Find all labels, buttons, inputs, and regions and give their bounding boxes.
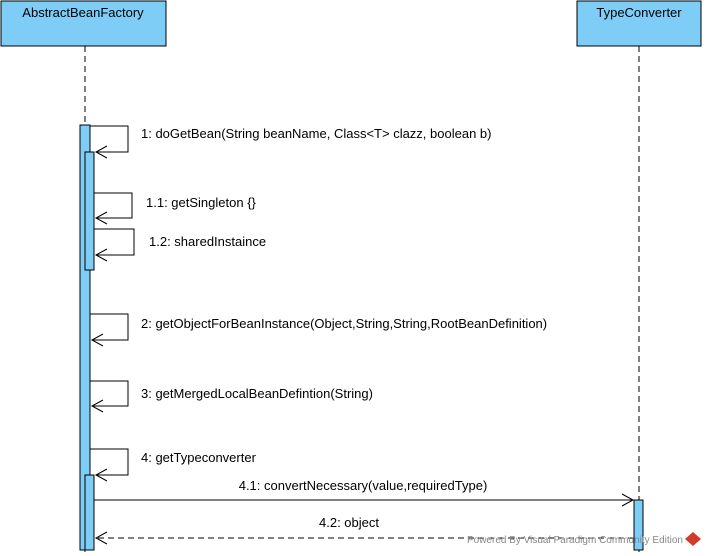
- lifeline-abstract-bean-factory[interactable]: AbstractBeanFactory: [0, 0, 167, 552]
- message-4-2[interactable]: 4.2: object: [94, 515, 634, 545]
- watermark-text: Powered By Visual Paradigm Community Edi…: [467, 535, 683, 546]
- message-arrow: [90, 448, 129, 482]
- message-arrow: [90, 313, 129, 347]
- message-4[interactable]: 4: getTypeconverter: [90, 448, 257, 482]
- message-arrow: [94, 192, 133, 225]
- message-label: 2: getObjectForBeanInstance(Object,Strin…: [141, 316, 547, 331]
- message-label: 4.1: convertNecessary(value,requiredType…: [239, 478, 488, 493]
- message-arrow: [90, 125, 129, 159]
- message-2[interactable]: 2: getObjectForBeanInstance(Object,Strin…: [90, 313, 547, 347]
- lifeline-title: TypeConverter: [596, 5, 682, 20]
- message-arrow: [90, 380, 129, 413]
- activation-bar-type-converter: [633, 499, 644, 551]
- message-label: 4: getTypeconverter: [141, 450, 257, 465]
- message-label: 1.2: sharedInstaince: [149, 234, 266, 249]
- message-arrow: [94, 228, 135, 262]
- lifeline-box: [0, 0, 167, 47]
- watermark: Powered By Visual Paradigm Community Edi…: [467, 532, 701, 546]
- message-label: 1.1: getSingleton {}: [146, 195, 257, 210]
- message-1[interactable]: 1: doGetBean(String beanName, Class<T> c…: [90, 125, 491, 159]
- message-1-1[interactable]: 1.1: getSingleton {}: [94, 192, 257, 225]
- activation-bar-4: [84, 474, 95, 551]
- lifeline-type-converter[interactable]: TypeConverter: [576, 0, 702, 552]
- message-label: 4.2: object: [319, 515, 379, 530]
- visual-paradigm-logo-icon: [685, 532, 701, 546]
- activation-bar-1: [84, 151, 95, 271]
- message-3[interactable]: 3: getMergedLocalBeanDefintion(String): [90, 380, 373, 413]
- lifeline-title: AbstractBeanFactory: [22, 5, 144, 20]
- message-label: 1: doGetBean(String beanName, Class<T> c…: [141, 126, 491, 141]
- message-label: 3: getMergedLocalBeanDefintion(String): [141, 386, 373, 401]
- message-1-2[interactable]: 1.2: sharedInstaince: [94, 228, 266, 262]
- message-4-1[interactable]: 4.1: convertNecessary(value,requiredType…: [94, 478, 635, 507]
